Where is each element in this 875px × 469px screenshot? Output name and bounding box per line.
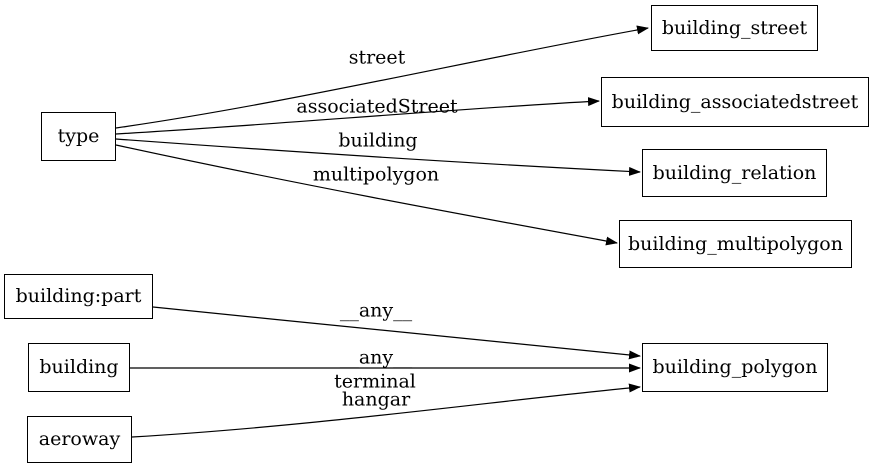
edge-label-street: street [348, 46, 406, 69]
edge-label-any-buildingpart: __any__ [339, 299, 413, 322]
edge-label-associatedstreet: associatedStreet [296, 95, 458, 118]
node-label: building_associatedstreet [611, 90, 859, 113]
node-building-street: building_street [651, 5, 818, 51]
node-label: building_relation [652, 161, 817, 184]
edge-label-multipolygon: multipolygon [312, 163, 440, 186]
edge-label-building: building [338, 129, 418, 152]
node-building: building [28, 343, 130, 392]
node-type: type [41, 112, 116, 161]
node-building-relation: building_relation [642, 149, 827, 197]
node-label: building_multipolygon [628, 232, 843, 255]
edge-label-terminal: terminal [334, 370, 416, 393]
edge-type-building-associatedstreet [115, 97, 600, 135]
edge-type-building-street [115, 25, 649, 129]
edge-label-any-building: __any__ [339, 346, 413, 369]
node-building-multipolygon: building_multipolygon [619, 220, 852, 268]
node-label: building [39, 356, 119, 378]
node-label: aeroway [38, 428, 121, 450]
edge-type-building-multipolygon [115, 144, 618, 246]
node-label: building_street [661, 16, 808, 39]
node-aeroway: aeroway [27, 416, 132, 463]
edge-type-building-relation [115, 138, 641, 176]
edge-aeroway-building-polygon [131, 383, 641, 438]
node-building-associatedstreet: building_associatedstreet [601, 77, 869, 127]
node-building-polygon: building_polygon [642, 343, 828, 392]
node-label: type [57, 125, 100, 147]
edge-label-hangar: hangar [341, 388, 411, 411]
node-building-part: building:part [4, 274, 153, 319]
node-label: building_polygon [652, 356, 818, 378]
edge-buildingpart-building-polygon [152, 306, 641, 360]
node-label: building:part [15, 285, 142, 307]
